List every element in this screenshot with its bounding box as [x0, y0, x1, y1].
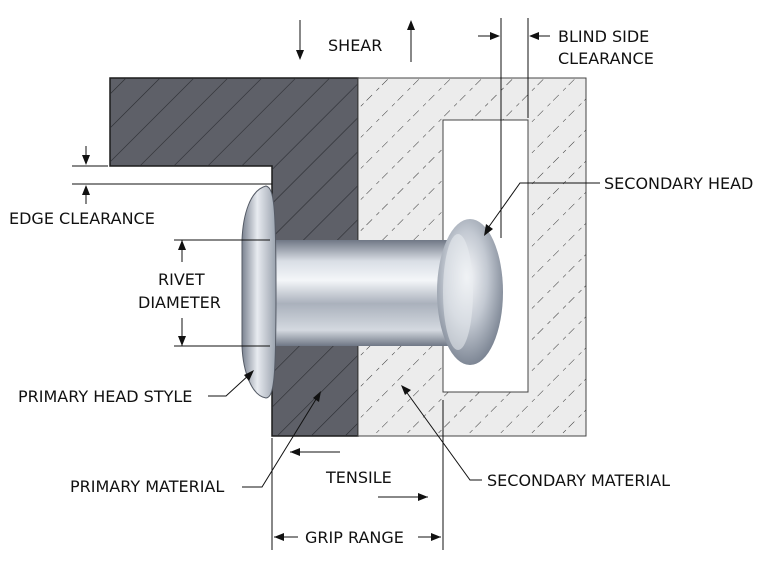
rivet-diameter-label-line2: DIAMETER: [138, 293, 221, 312]
secondary-material: [357, 77, 587, 437]
edge-clearance-label: EDGE CLEARANCE: [9, 209, 155, 228]
blind-side-clearance-label-line2: CLEARANCE: [558, 49, 654, 68]
primary-head-style-label: PRIMARY HEAD STYLE: [18, 387, 192, 406]
grip-range-label: GRIP RANGE: [305, 528, 404, 547]
rivet: [241, 185, 503, 399]
shear-label: SHEAR: [328, 36, 382, 55]
annotation-lines: [72, 18, 600, 550]
secondary-material-label: SECONDARY MATERIAL: [487, 471, 670, 490]
rivet-diameter-label-line1: RIVET: [158, 270, 205, 289]
rivet-shank: [270, 240, 456, 346]
labels: SHEAR BLIND SIDE CLEARANCE SECONDARY HEA…: [9, 27, 753, 547]
tensile-label: TENSILE: [325, 468, 392, 487]
primary-material-label: PRIMARY MATERIAL: [70, 477, 224, 496]
secondary-head-label: SECONDARY HEAD: [604, 174, 753, 193]
primary-head: [241, 185, 277, 399]
blind-side-clearance-label-line1: BLIND SIDE: [558, 27, 649, 46]
